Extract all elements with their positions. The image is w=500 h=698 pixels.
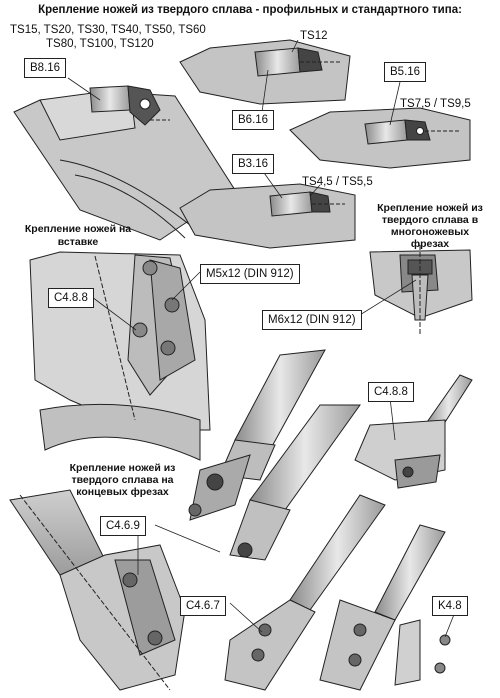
end-mill-center-drawing <box>229 404 361 561</box>
label-m5x12: M5x12 (DIN 912) <box>200 264 300 284</box>
ts-series-line-2: TS80, TS100, TS120 <box>46 38 154 50</box>
caption-end-line-3: концевых фрезах <box>76 486 169 498</box>
caption-end-line-1: Крепление ножей из <box>69 462 176 474</box>
label-b6-16: B6.16 <box>232 110 275 130</box>
caption-insert-line-2: вставке <box>57 236 99 248</box>
label-k4-8: K4.8 <box>432 596 468 616</box>
label-ts4-5: TS4,5 / TS5,5 <box>302 176 373 188</box>
cutter-drawing-ts4-5 <box>179 183 356 249</box>
caption-multi-line-3: многоножевых <box>390 226 470 238</box>
caption-insert-line-1: Крепление ножей на <box>24 223 132 235</box>
label-c4-6-9: C4.6.9 <box>100 516 146 536</box>
page-title: Крепление ножей из твердого сплава - про… <box>38 4 462 16</box>
end-mill-c4-6-7-drawing <box>224 494 386 691</box>
caption-multi-line-1: Крепление ножей из <box>377 202 483 214</box>
cutter-drawing-ts12 <box>179 39 351 105</box>
label-ts12: TS12 <box>300 30 328 42</box>
end-mill-large-drawing <box>9 489 186 691</box>
label-c4-6-7: C4.6.7 <box>180 596 226 616</box>
cutter-drawing-ts7-5 <box>289 107 471 169</box>
end-mill-c4-8-8-drawing <box>354 374 473 489</box>
insert-cutter-drawing <box>29 251 211 461</box>
end-mill-c4-6-9-drawing <box>188 349 326 521</box>
caption-end-line-2: твердого сплава на <box>71 474 174 486</box>
label-ts7-5: TS7,5 / TS9,5 <box>400 98 471 110</box>
caption-multi-line-2: твердого сплава в <box>381 214 479 226</box>
cutter-drawing-b8-16 <box>13 85 236 241</box>
multi-knife-cutter-drawing <box>369 245 473 335</box>
label-b5-16: B5.16 <box>384 62 427 82</box>
label-b3-16: B3.16 <box>232 154 275 174</box>
label-m6x12: M6x12 (DIN 912) <box>262 310 362 330</box>
label-b8-16: B8.16 <box>24 58 67 78</box>
leader-lines <box>67 39 456 638</box>
caption-multi-line-4: фрезах <box>410 238 450 250</box>
label-c4-8-8-mill: C4.8.8 <box>368 382 414 402</box>
end-mill-k4-8-drawing <box>319 524 451 691</box>
label-c4-8-8-insert: C4.8.8 <box>48 288 94 308</box>
ts-series-line-1: TS15, TS20, TS30, TS40, TS50, TS60 <box>10 24 206 36</box>
